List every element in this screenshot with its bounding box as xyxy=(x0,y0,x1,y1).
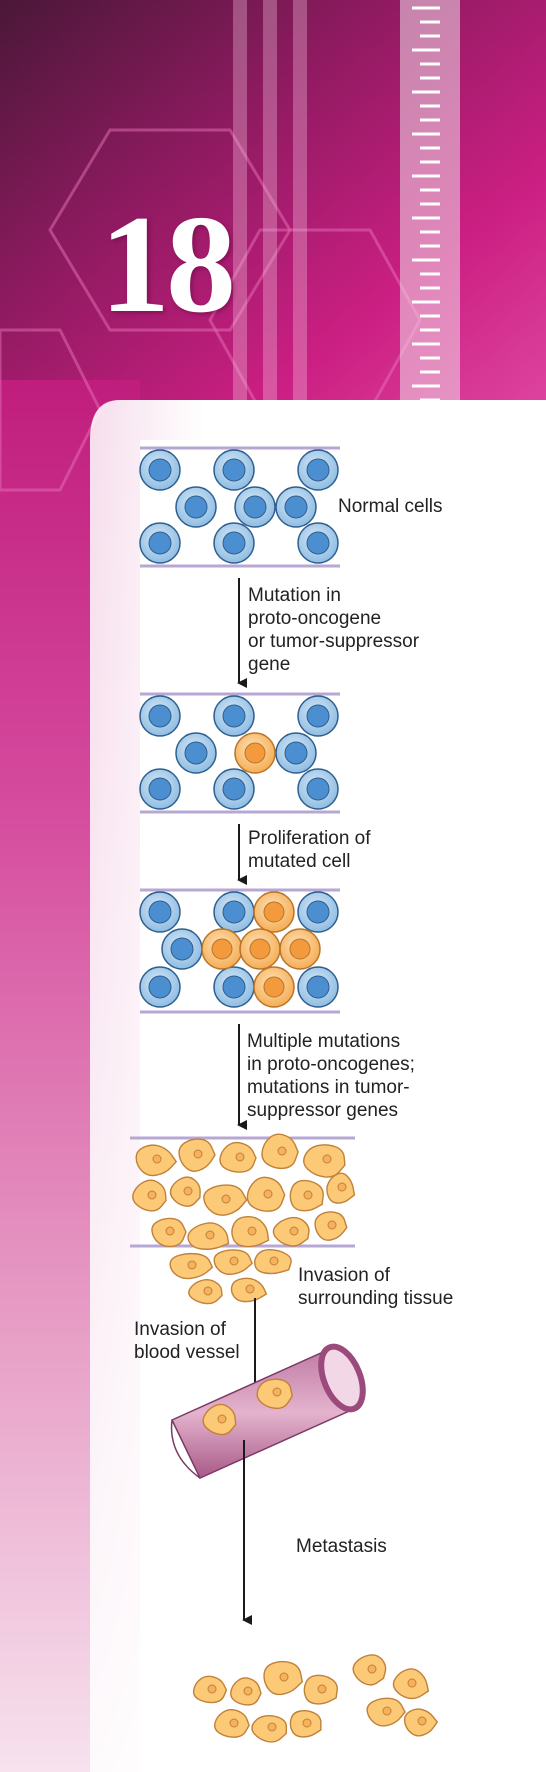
label-proliferation: Proliferation of mutated cell xyxy=(248,828,371,872)
tumor-cell xyxy=(231,1216,270,1248)
stage-single-mutation xyxy=(139,692,340,814)
mutated-cell xyxy=(201,928,243,970)
normal-cell xyxy=(297,891,339,933)
normal-cell xyxy=(139,891,181,933)
normal-cell xyxy=(213,891,255,933)
tumor-cell xyxy=(230,1277,268,1303)
normal-cell xyxy=(175,732,217,774)
metastatic-cell xyxy=(251,1714,288,1743)
normal-cell xyxy=(275,486,317,528)
tumor-cell xyxy=(187,1222,230,1250)
stage-tumor xyxy=(130,1133,356,1305)
normal-cell xyxy=(297,522,339,564)
metastatic-clusters xyxy=(192,1654,439,1743)
tumor-cell xyxy=(188,1279,223,1305)
metastatic-cell xyxy=(192,1675,228,1704)
normal-cell xyxy=(297,768,339,810)
normal-cell xyxy=(139,768,181,810)
tumor-cell xyxy=(203,1184,248,1216)
metastatic-cell xyxy=(352,1654,387,1686)
tumor-cell xyxy=(151,1217,187,1248)
metastatic-cell xyxy=(392,1668,430,1700)
label-normal-cells: Normal cells xyxy=(338,496,443,517)
chapter-number: 18 xyxy=(100,187,236,342)
mutated-cell xyxy=(234,732,276,774)
tumor-cell xyxy=(289,1179,324,1212)
mutated-cell xyxy=(253,966,295,1008)
tumor-cell xyxy=(132,1179,167,1212)
tumor-cell xyxy=(254,1248,292,1275)
circulating-tumor-cell xyxy=(202,1403,237,1436)
tumor-cell xyxy=(314,1211,348,1241)
label-metastasis: Metastasis xyxy=(296,1536,387,1557)
mutated-cell xyxy=(279,928,321,970)
metastatic-cell xyxy=(303,1674,338,1705)
normal-cell xyxy=(297,966,339,1008)
normal-cell xyxy=(175,486,217,528)
normal-cell xyxy=(213,522,255,564)
tumor-cell xyxy=(303,1144,346,1178)
label-invasion-tissue: Invasion of surrounding tissue xyxy=(298,1265,454,1309)
normal-cell xyxy=(213,966,255,1008)
normal-cell xyxy=(213,449,255,491)
tumor-cell xyxy=(169,1176,201,1207)
label-mutation: Mutation in proto-oncogene or tumor-supp… xyxy=(248,585,420,675)
normal-cell xyxy=(297,695,339,737)
label-invasion-vessel: Invasion of blood vessel xyxy=(134,1319,240,1363)
tumor-cell xyxy=(326,1172,356,1204)
tumor-cell xyxy=(178,1138,216,1172)
normal-cell xyxy=(275,732,317,774)
vertical-stripes xyxy=(233,0,307,440)
mutated-cell xyxy=(239,928,281,970)
blood-vessel xyxy=(170,1343,366,1479)
tumor-cell xyxy=(213,1249,253,1275)
stage-normal-cells xyxy=(139,446,340,568)
normal-cell xyxy=(139,449,181,491)
tumor-cell xyxy=(272,1216,310,1247)
metastatic-cell xyxy=(289,1709,322,1738)
tumor-cell xyxy=(135,1144,178,1177)
normal-cell xyxy=(213,768,255,810)
normal-cell xyxy=(139,966,181,1008)
label-multiple-mutations: Multiple mutations in proto-oncogenes; m… xyxy=(247,1031,415,1121)
tumor-cell xyxy=(219,1141,257,1173)
normal-cell xyxy=(139,695,181,737)
metastatic-cell xyxy=(263,1660,304,1696)
normal-cell xyxy=(297,449,339,491)
mutated-cell xyxy=(253,891,295,933)
normal-cell xyxy=(161,928,203,970)
metastatic-cell xyxy=(230,1677,262,1706)
metastatic-cell xyxy=(366,1697,406,1727)
metastatic-cell xyxy=(403,1708,439,1737)
tumor-cell xyxy=(169,1252,214,1280)
normal-cell xyxy=(234,486,276,528)
tumor-cell xyxy=(261,1133,299,1170)
tumor-cell xyxy=(246,1176,286,1212)
vessel-lumen xyxy=(318,1343,366,1413)
stage-proliferation xyxy=(139,888,340,1014)
ruler-strip xyxy=(400,0,460,430)
normal-cell xyxy=(213,695,255,737)
circulating-tumor-cell xyxy=(256,1378,293,1410)
metastatic-cell xyxy=(214,1708,250,1738)
normal-cell xyxy=(139,522,181,564)
